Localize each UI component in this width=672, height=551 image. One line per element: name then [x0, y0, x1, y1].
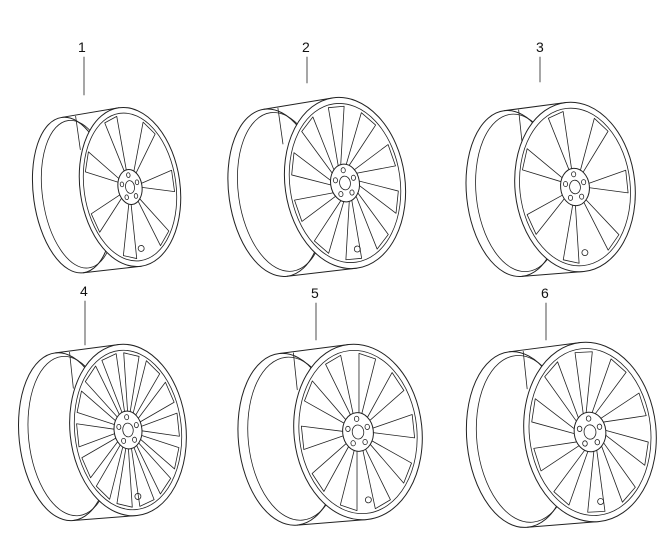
lug-hole: [350, 440, 356, 447]
barrel-bottom-line: [296, 519, 368, 526]
valve-stem: [364, 496, 372, 504]
center-bore: [122, 422, 134, 438]
lug-hole: [582, 440, 588, 447]
barrel-top-line: [263, 97, 334, 110]
lug-hole: [350, 174, 356, 181]
lug-hole: [353, 415, 360, 422]
wheel-icon: [31, 106, 182, 274]
valve-stem: [137, 245, 145, 252]
rim-front-lip: [298, 349, 418, 515]
barrel-top-line: [55, 343, 120, 354]
lug-hole: [568, 194, 574, 201]
wheel-icon: [237, 343, 423, 526]
barrel-bottom-line: [72, 515, 138, 522]
callout-label-2: 2: [302, 39, 310, 55]
center-bore: [569, 179, 581, 195]
lug-hole: [585, 415, 592, 422]
lug-hole: [576, 425, 583, 432]
lug-hole: [133, 422, 139, 429]
lug-hole: [345, 425, 351, 432]
callout-label-6: 6: [541, 285, 549, 301]
hub: [573, 411, 607, 453]
lug-hole: [349, 189, 355, 196]
hub: [329, 163, 361, 203]
center-bore: [125, 180, 135, 194]
lug-hole: [362, 438, 368, 446]
hub: [113, 410, 143, 450]
barrel-bottom-line: [521, 271, 585, 277]
rim-front-lip: [73, 349, 183, 511]
wheel-icon: [465, 101, 636, 277]
lug-hole: [126, 172, 131, 178]
lug-hole: [134, 179, 140, 186]
barrel-groove: [69, 351, 74, 389]
callout-label-5: 5: [311, 285, 319, 301]
wheel-4: [18, 300, 187, 522]
lug-hole: [364, 423, 370, 430]
barrel-bottom-line: [527, 521, 600, 528]
center-bore: [583, 424, 597, 440]
callout-labels: 1 2 3 4 5 6: [78, 39, 549, 301]
wheel-3: [465, 56, 636, 277]
lug-hole: [124, 194, 129, 201]
valve-stem: [597, 498, 605, 505]
hub: [560, 167, 590, 207]
callout-label-4: 4: [80, 283, 88, 299]
rim-front-lip: [528, 348, 652, 516]
wheel-6: [465, 302, 657, 528]
wheel-icon: [227, 96, 407, 277]
barrel-top-line: [278, 343, 350, 355]
lug-hole: [563, 181, 569, 188]
lug-hole: [119, 181, 125, 188]
lug-hole: [596, 423, 603, 430]
callout-label-1: 1: [78, 39, 86, 55]
valve-stem: [581, 249, 589, 257]
lug-hole: [581, 179, 587, 186]
barrel-groove: [75, 115, 81, 150]
barrel-top-line: [508, 341, 582, 353]
valve-stem: [353, 245, 361, 253]
barrel-top-line: [61, 107, 120, 118]
lug-hole: [124, 414, 130, 421]
barrel-groove: [522, 350, 528, 390]
barrel-groove: [277, 107, 284, 145]
lug-hole: [579, 193, 585, 200]
hub: [117, 168, 143, 206]
callout-label-3: 3: [536, 39, 544, 55]
hub: [342, 412, 374, 452]
wheel-1: [31, 56, 182, 274]
lug-hole: [571, 171, 577, 178]
barrel-groove: [518, 109, 523, 146]
lug-hole: [340, 167, 346, 174]
lug-hole: [132, 436, 137, 443]
lug-hole: [116, 423, 122, 430]
lug-hole: [121, 437, 127, 444]
center-bore: [351, 424, 365, 440]
barrel-bottom-line: [82, 265, 142, 274]
valve-stem: [134, 493, 142, 500]
wheel-2: [227, 56, 407, 277]
rim-front-lip: [519, 107, 631, 267]
rim-front-lip: [82, 112, 178, 262]
wheel-icon: [465, 341, 657, 528]
lug-hole: [332, 177, 338, 184]
lug-hole: [133, 193, 139, 199]
lug-hole: [338, 191, 344, 198]
barrel-top-line: [504, 101, 567, 112]
wheel-5: [237, 302, 423, 526]
barrel-bottom-line: [286, 267, 358, 277]
lug-hole: [594, 439, 601, 446]
barrel-groove: [292, 352, 298, 391]
center-bore: [339, 175, 351, 191]
wheels-layer: [18, 56, 657, 528]
wheel-icon: [18, 343, 187, 522]
